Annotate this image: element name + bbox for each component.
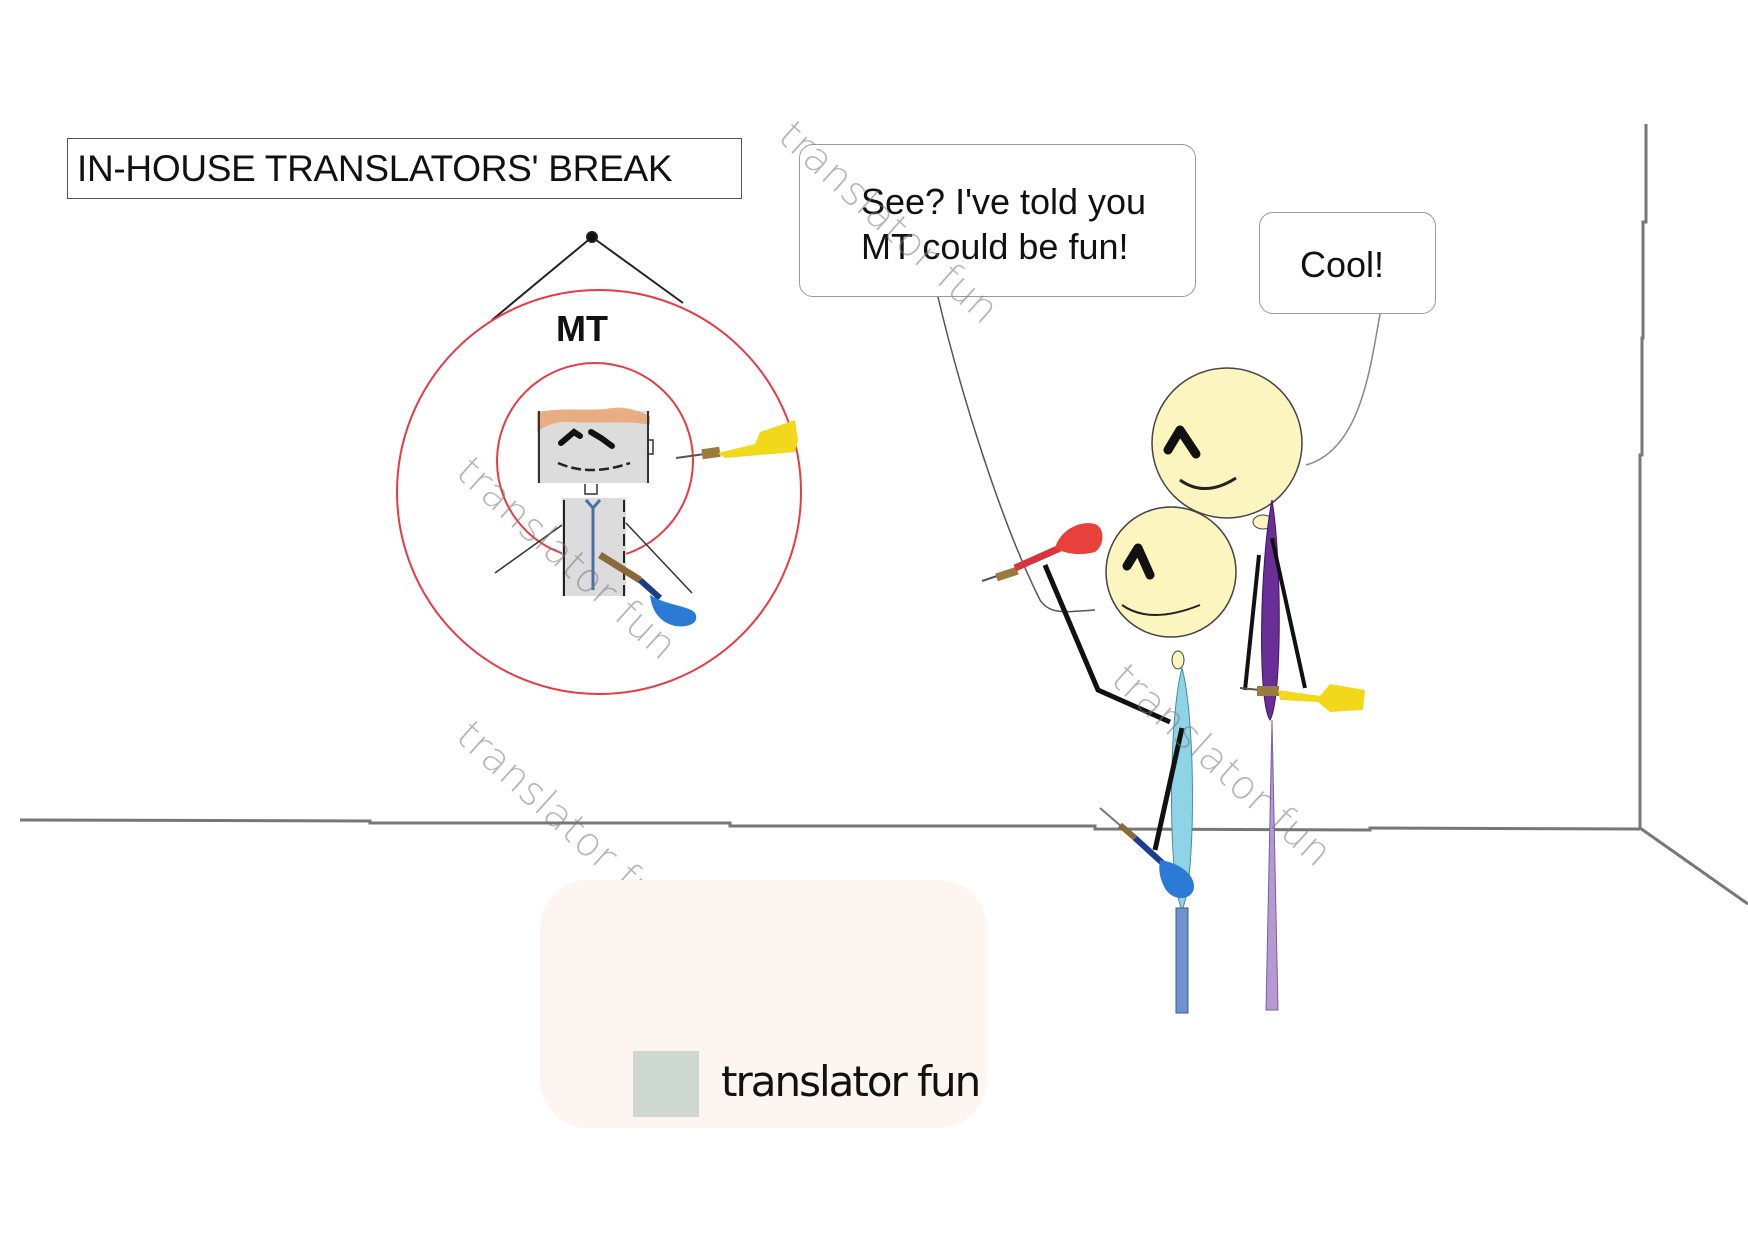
speech-bubble-text: See? I've told you MT could be fun!	[861, 181, 1147, 267]
blue-dart-in-target	[598, 552, 697, 627]
bubble1-tail	[937, 296, 1096, 613]
speech-bubble-front-character: See? I've told you MT could be fun!	[799, 144, 1196, 297]
brand-badge-label: translator fun	[721, 1057, 981, 1106]
brand-badge: translator fun	[540, 880, 987, 1128]
yellow-dart-at-legs	[1239, 684, 1365, 712]
speech-bubble-back-character: Cool!	[1259, 212, 1436, 314]
back-character	[1151, 367, 1307, 1011]
bubble2-tail	[1305, 313, 1381, 466]
blue-dart-at-legs	[1099, 807, 1195, 899]
mt-robot-figure	[494, 407, 693, 596]
front-character	[1042, 506, 1237, 1014]
dartboard-label: MT	[556, 308, 608, 349]
brand-logo-square-icon	[633, 1051, 699, 1117]
red-dart-in-hand	[981, 523, 1103, 582]
speech-bubble-text: Cool!	[1300, 244, 1385, 285]
title-sign: IN-HOUSE TRANSLATORS' BREAK	[67, 138, 742, 199]
room-walls	[19, 124, 1748, 906]
dartboard-hanger	[491, 231, 684, 321]
yellow-dart-in-board	[675, 420, 798, 460]
